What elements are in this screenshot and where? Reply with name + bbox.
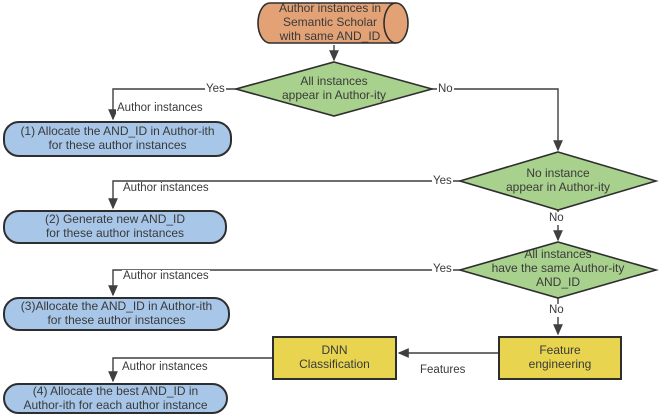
edge-label-no3: No xyxy=(548,304,565,317)
result1-node: (1) Allocate the AND_ID in Author-ith fo… xyxy=(3,121,232,157)
dnn-classification-label: DNN Classification xyxy=(299,343,370,371)
edge-label-author-instances3: Author instances xyxy=(122,270,210,283)
decision3-shape xyxy=(457,241,659,299)
edge-label-yes2: Yes xyxy=(432,175,453,188)
result2-node: (2) Generate new AND_ID for these author… xyxy=(3,210,227,244)
edge-label-author-instances2: Author instances xyxy=(122,182,210,195)
edge-decision1-no-to-decision2 xyxy=(432,88,563,152)
dnn-classification-node: DNN Classification xyxy=(272,336,397,380)
decision3-node: All instances have the same Author-ity A… xyxy=(460,240,656,298)
decision2-shape xyxy=(457,151,659,211)
decision1-shape xyxy=(232,61,436,117)
decision3-label: All instances have the same Author-ity A… xyxy=(491,247,625,289)
result3-label: (3)Allocate the AND_ID in Author-ith for… xyxy=(20,299,213,327)
source-node: Author instances in Semantic Scholar wit… xyxy=(258,1,402,43)
result2-label: (2) Generate new AND_ID for these author… xyxy=(44,212,186,240)
edge-decision3-yes-to-result3 xyxy=(108,269,460,297)
decision1-label: All instances appear in Author-ity xyxy=(281,74,387,102)
decision2-label: No instance appear in Author-ity xyxy=(505,166,611,194)
edge-label-no2: No xyxy=(548,212,565,225)
edge-label-yes3: Yes xyxy=(432,263,453,276)
edge-label-features: Features xyxy=(419,364,467,377)
feature-engineering-label: Feature engineering xyxy=(528,343,592,371)
edge-label-yes1: Yes xyxy=(205,83,226,96)
edge-label-author-instances1: Author instances xyxy=(116,102,204,115)
result1-label: (1) Allocate the AND_ID in Author-ith fo… xyxy=(20,124,215,152)
edge-decision1-yes-to-result1 xyxy=(108,88,236,121)
result4-label: (4) Allocate the best AND_ID in Author-i… xyxy=(23,383,208,412)
edge-dnn-to-result4 xyxy=(108,357,272,383)
result3-node: (3)Allocate the AND_ID in Author-ith for… xyxy=(3,297,230,331)
source-node-label: Author instances in Semantic Scholar wit… xyxy=(278,1,382,43)
edge-label-no1: No xyxy=(437,83,454,96)
source-cylinder-cap xyxy=(383,2,397,44)
decision1-node: All instances appear in Author-ity xyxy=(236,62,432,116)
result4-node: (4) Allocate the best AND_ID in Author-i… xyxy=(3,383,228,414)
edge-decision2-yes-to-result2 xyxy=(108,180,460,210)
feature-engineering-node: Feature engineering xyxy=(498,336,622,380)
edge-label-author-instances4: Author instances xyxy=(121,361,209,374)
decision2-node: No instance appear in Author-ity xyxy=(460,152,656,210)
